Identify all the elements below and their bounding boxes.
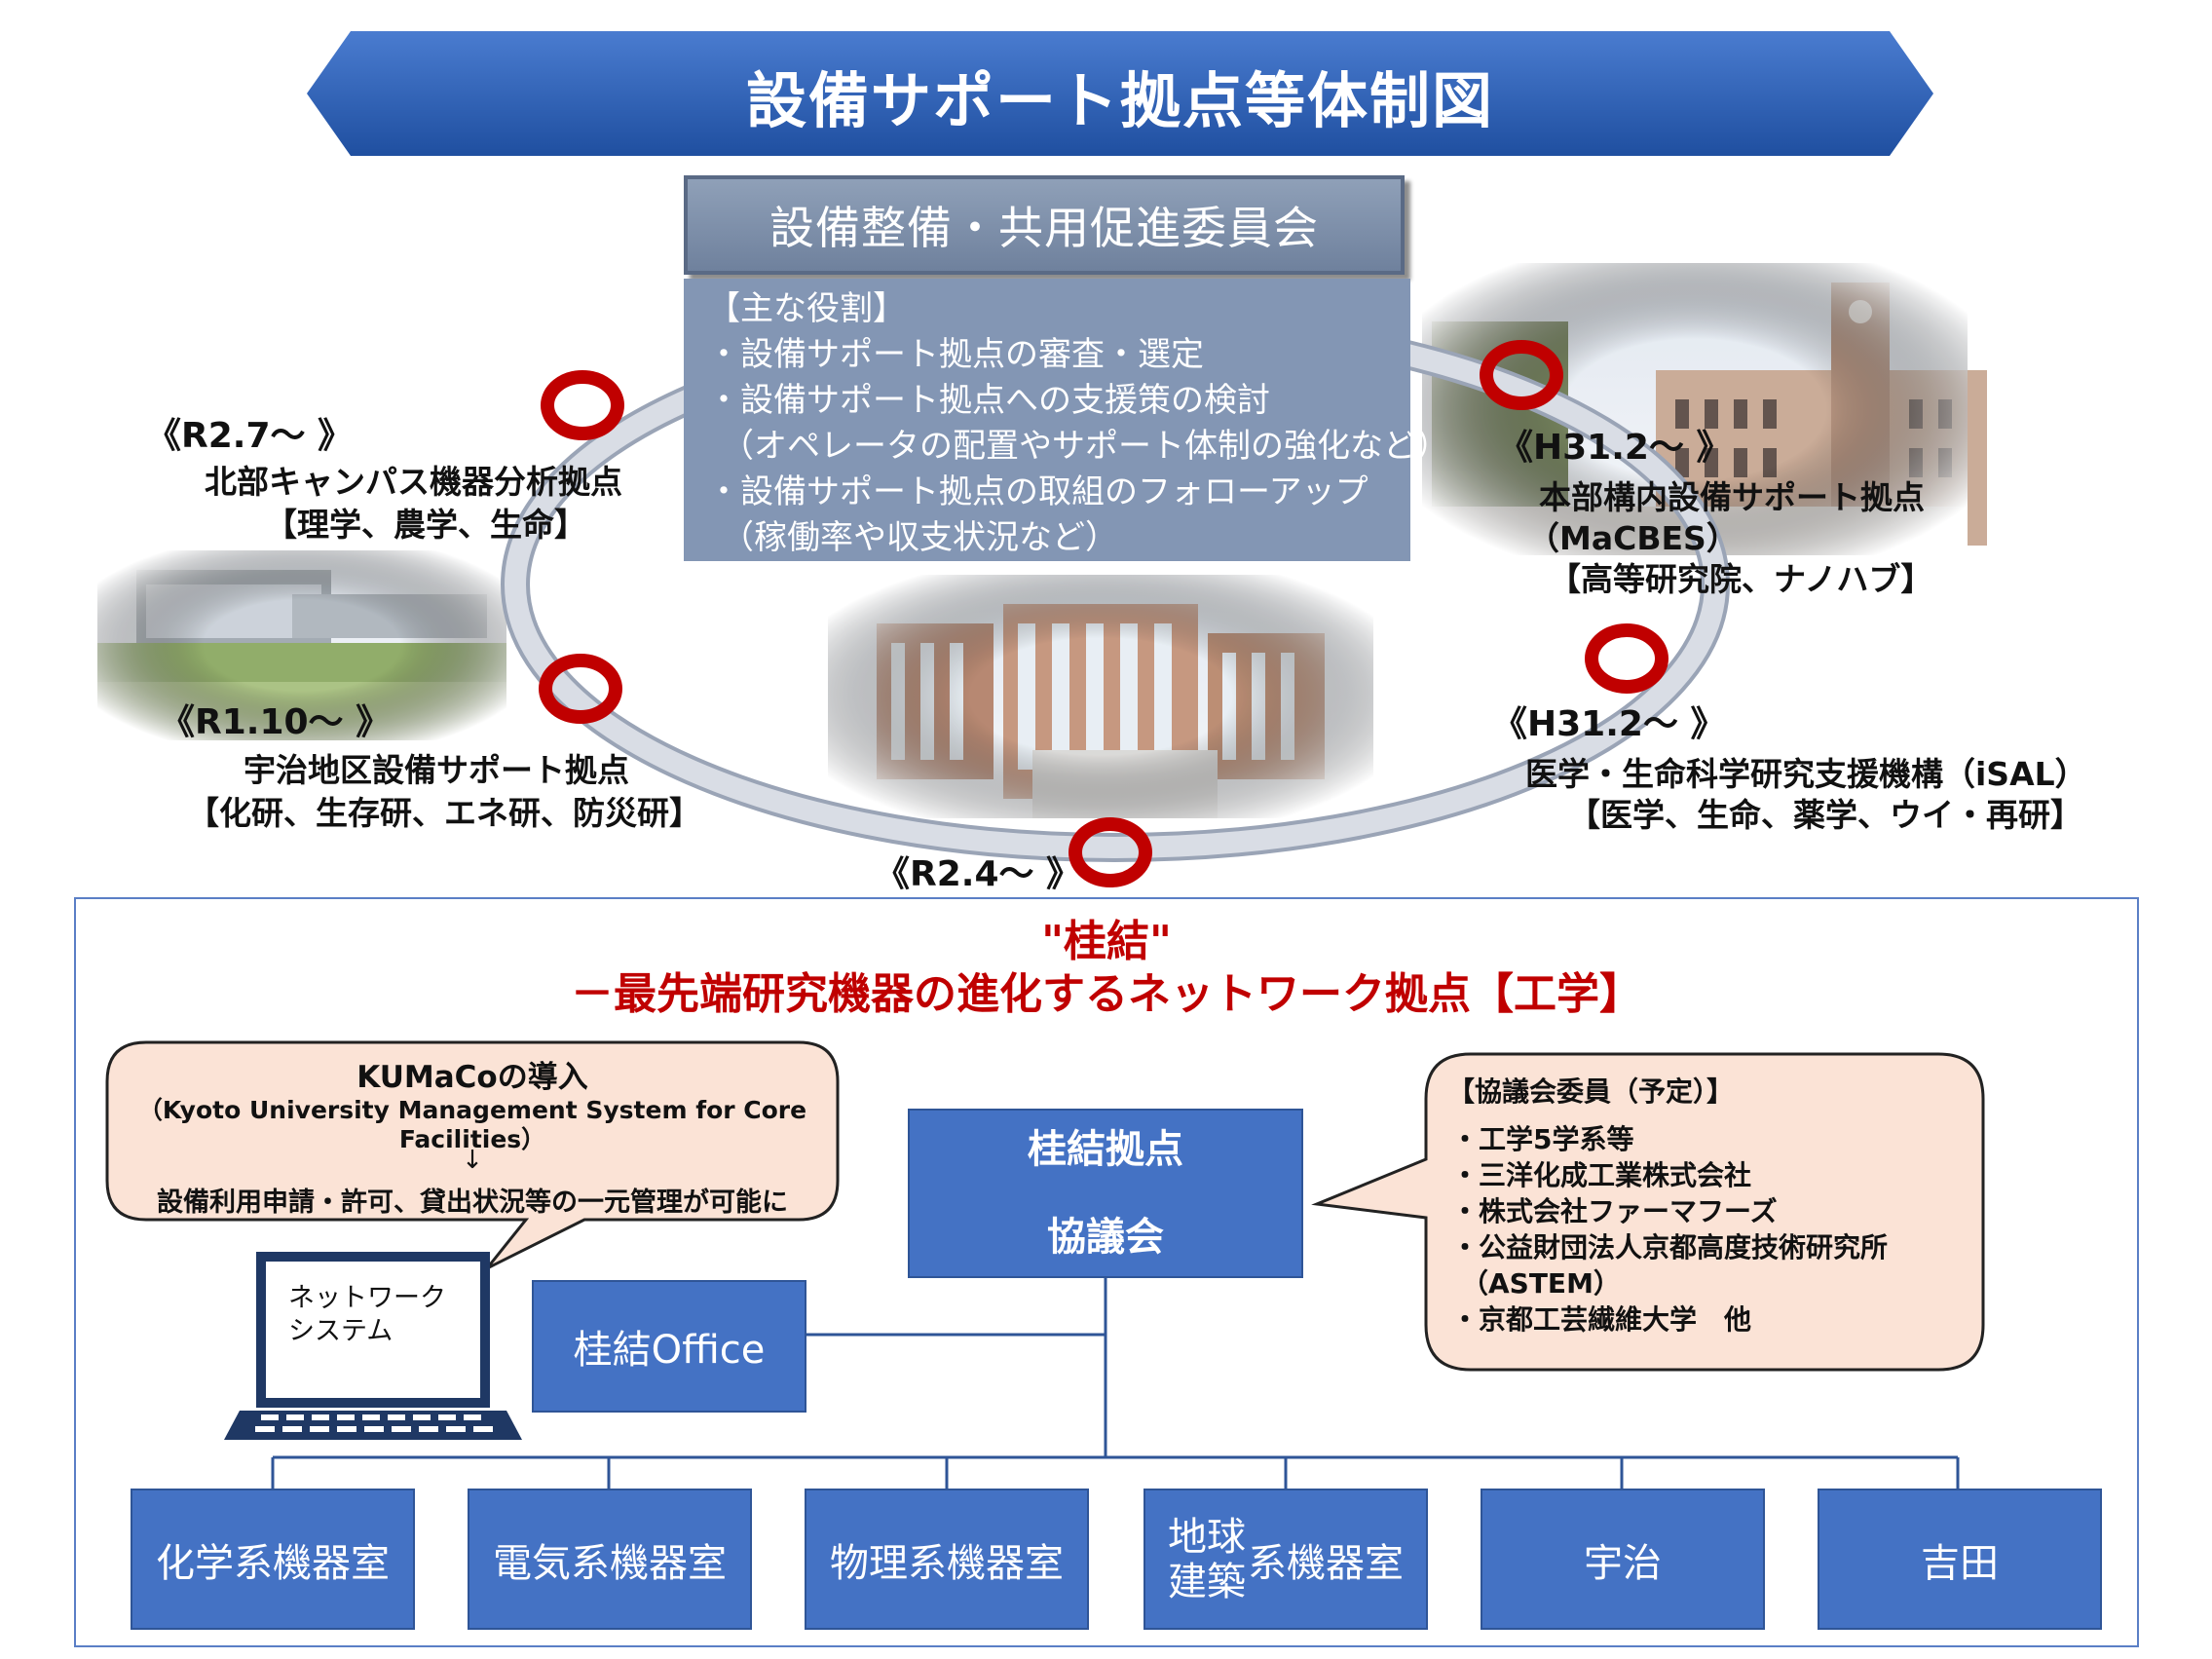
room-chemistry: 化学系機器室 bbox=[131, 1489, 415, 1630]
laptop-label-1: ネットワーク bbox=[288, 1283, 446, 1313]
room-physics: 物理系機器室 bbox=[805, 1489, 1089, 1630]
marker-honbu bbox=[1480, 340, 1563, 410]
kumaco-benefit: 設備利用申請・許可、貸出状況等の一元管理が可能に bbox=[157, 1188, 788, 1218]
honbu-date: 《H31.2～ 》 bbox=[1498, 428, 1732, 468]
kumaco-heading: KUMaCoの導入 bbox=[356, 1060, 588, 1095]
kumaco-fullname-2: Facilities） bbox=[398, 1125, 546, 1153]
council-line-2: 協議会 bbox=[1047, 1215, 1164, 1260]
member-item: ・三洋化成工業株式会社 bbox=[1451, 1159, 1752, 1191]
katsura-name: "桂結" bbox=[1041, 917, 1172, 966]
marker-isal bbox=[1585, 623, 1668, 694]
room-earth-architecture: 地球 建築 系機器室 bbox=[1143, 1489, 1428, 1630]
kumaco-arrow: ↓ bbox=[462, 1146, 483, 1175]
committee-name: 設備整備・共用促進委員会 bbox=[684, 175, 1405, 275]
role-item: （稼働率や収支状況など） bbox=[721, 518, 1118, 557]
roles-heading: 【主な役割】 bbox=[707, 289, 906, 328]
north-fields: 【理学、農学、生命】 bbox=[265, 506, 586, 544]
room-electrical: 電気系機器室 bbox=[468, 1489, 752, 1630]
isal-date: 《H31.2～ 》 bbox=[1492, 704, 1726, 744]
photo-north-campus bbox=[97, 550, 506, 740]
honbu-fields: 【高等研究院、ナノハブ】 bbox=[1549, 560, 1933, 598]
role-item: （オペレータの配置やサポート体制の強化など） bbox=[721, 427, 1449, 466]
role-item: ・設備サポート拠点の審査・選定 bbox=[707, 335, 1204, 374]
honbu-name: 本部構内設備サポート拠点 bbox=[1539, 478, 1925, 516]
laptop-label-2: システム bbox=[288, 1316, 394, 1346]
north-name: 北部キャンパス機器分析拠点 bbox=[205, 463, 622, 501]
honbu-sub: （MaCBES） bbox=[1527, 519, 1739, 557]
org-tree-lines bbox=[271, 1278, 1960, 1489]
uji-date: 《R1.10～ 》 bbox=[160, 702, 392, 742]
uji-fields: 【化研、生存研、エネ研、防災研】 bbox=[187, 794, 701, 832]
marker-north bbox=[541, 370, 624, 440]
members-heading: 【協議会委員（予定）】 bbox=[1447, 1075, 1735, 1108]
room-architecture-label: 建築 bbox=[1168, 1559, 1246, 1604]
marker-uji bbox=[539, 654, 622, 724]
page-title: 設備サポート拠点等体制図 bbox=[745, 65, 1494, 136]
committee-box: 設備整備・共用促進委員会 【主な役割】 ・設備サポート拠点の審査・選定 ・設備サ… bbox=[684, 175, 1449, 563]
room-uji: 宇治 bbox=[1481, 1489, 1765, 1630]
site-markers bbox=[539, 340, 1668, 887]
role-item: ・設備サポート拠点への支援策の検討 bbox=[707, 381, 1270, 420]
member-item: ・京都工芸繊維大学 他 bbox=[1451, 1303, 1752, 1336]
council-line-1: 桂結拠点 bbox=[1028, 1127, 1183, 1172]
member-item: ・工学5学系等 bbox=[1451, 1123, 1634, 1155]
laptop-icon bbox=[224, 1252, 522, 1440]
isal-fields: 【医学、生命、薬学、ウイ・再研】 bbox=[1568, 796, 2082, 834]
kumaco-fullname-1: （Kyoto University Management System for … bbox=[137, 1096, 807, 1124]
katsura-subtitle: －最先端研究機器の進化するネットワーク拠点【工学】 bbox=[571, 969, 1642, 1019]
office-box: 桂結Office bbox=[532, 1280, 806, 1413]
members-bubble bbox=[1311, 1052, 1985, 1372]
katsura-date: 《R2.4～ 》 bbox=[875, 854, 1082, 894]
room-yoshida: 吉田 bbox=[1818, 1489, 2102, 1630]
laptop-label: ネットワーク システム bbox=[288, 1282, 446, 1348]
title-banner bbox=[307, 31, 1933, 156]
room-earth-suffix: 系機器室 bbox=[1248, 1540, 1404, 1586]
photo-katsura-building bbox=[828, 575, 1373, 818]
members-list: 【協議会委員（予定）】 ・工学5学系等 ・三洋化成工業株式会社 ・株式会社ファー… bbox=[1447, 1074, 1889, 1338]
committee-roles: 【主な役割】 ・設備サポート拠点の審査・選定 ・設備サポート拠点への支援策の検討… bbox=[684, 279, 1449, 561]
north-date: 《R2.7～ 》 bbox=[146, 416, 354, 456]
uji-name: 宇治地区設備サポート拠点 bbox=[244, 751, 629, 789]
kumaco-bubble bbox=[105, 1040, 840, 1270]
member-item: ・公益財団法人京都高度技術研究所 bbox=[1451, 1231, 1889, 1263]
isal-name: 医学・生命科学研究支援機構（iSAL） bbox=[1525, 755, 2087, 793]
council-box: 桂結拠点 協議会 bbox=[908, 1109, 1303, 1278]
member-item: （ASTEM） bbox=[1461, 1267, 1621, 1300]
role-item: ・設備サポート拠点の取組のフォローアップ bbox=[707, 472, 1368, 511]
member-item: ・株式会社ファーマフーズ bbox=[1451, 1195, 1778, 1227]
room-earth-label: 地球 bbox=[1168, 1514, 1246, 1560]
marker-katsura bbox=[1069, 817, 1152, 887]
